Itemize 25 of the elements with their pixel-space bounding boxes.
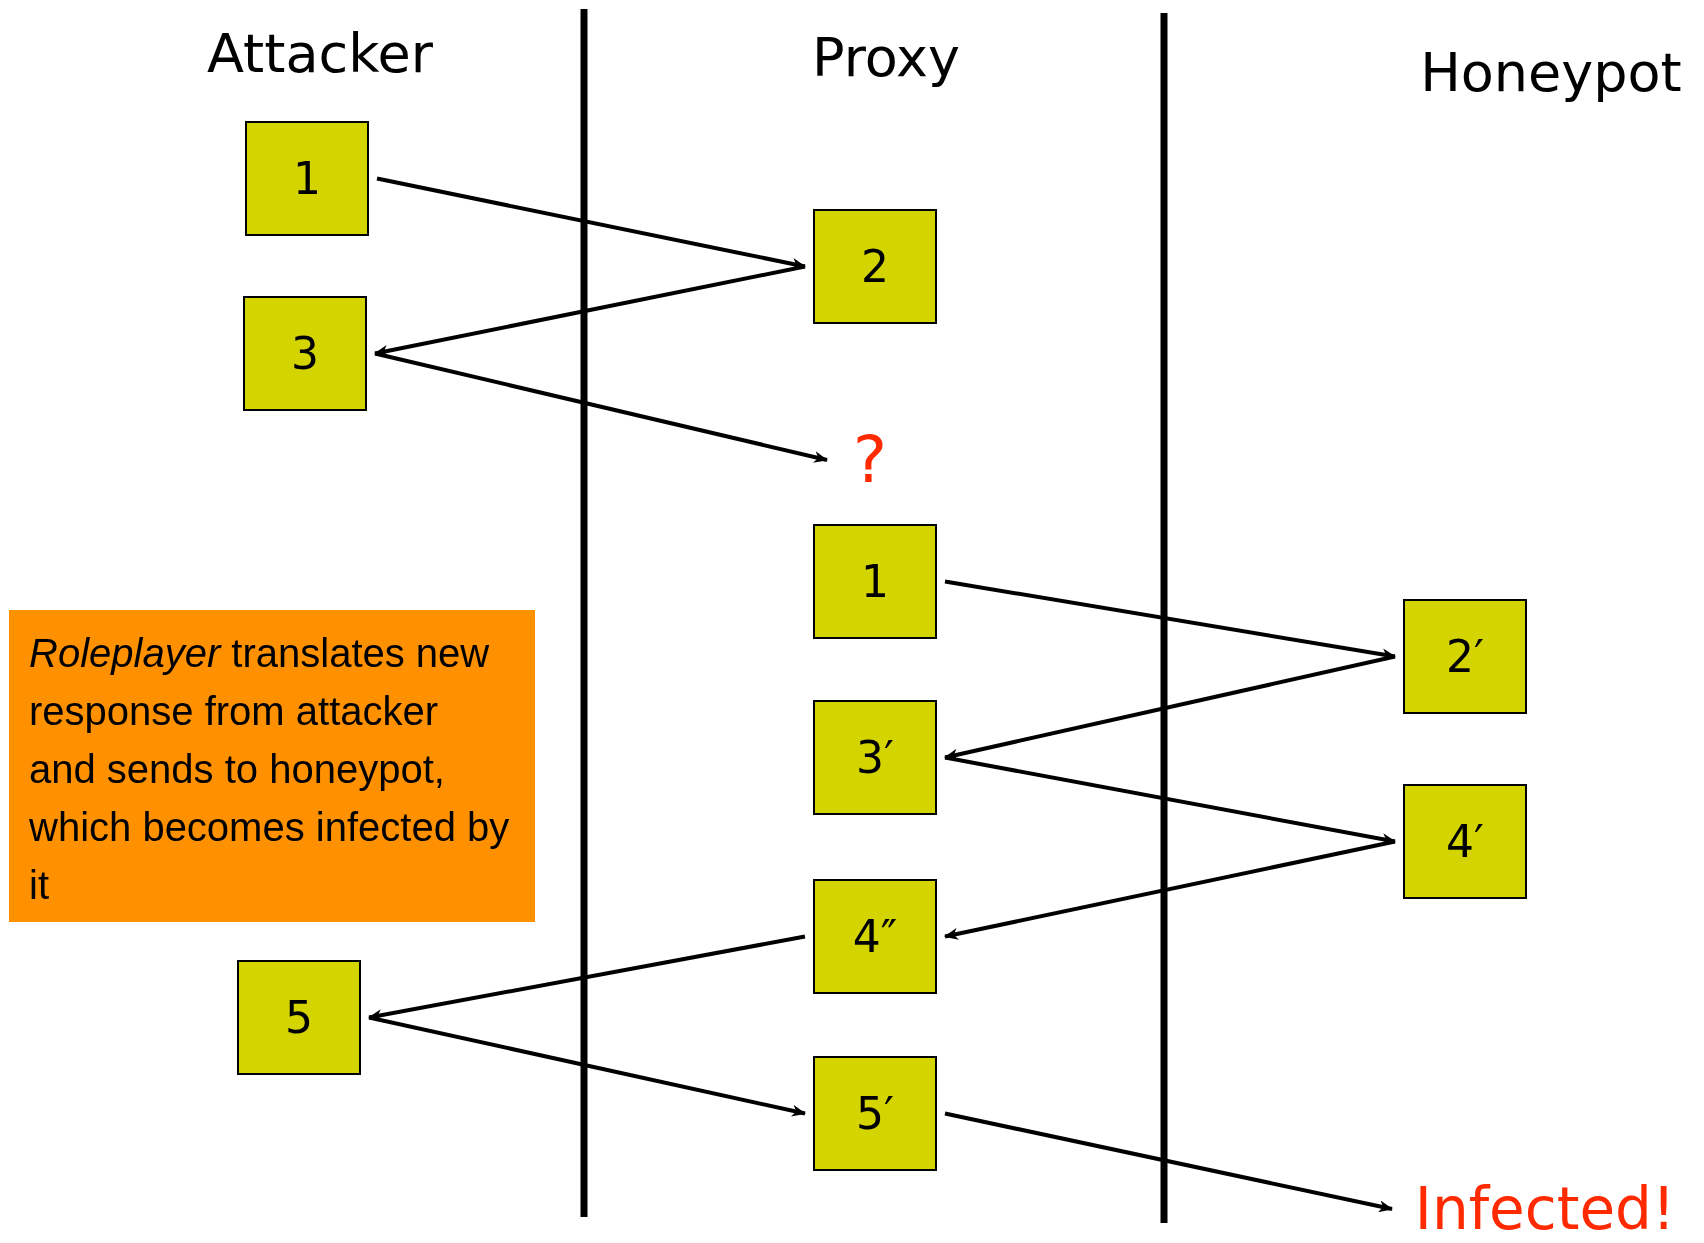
message-box: 4′ [1403,784,1527,899]
message-box: 2 [813,209,937,324]
status-text: Infected! [1400,1176,1690,1242]
message-box: 1 [245,121,369,236]
message-box: 4″ [813,879,937,994]
message-box: 3 [243,296,367,411]
arrow [374,264,806,357]
column-heading: Attacker [207,22,433,85]
arrow [368,1015,806,1117]
arrow [944,1111,1393,1213]
arrow [376,176,806,270]
arrow [944,839,1396,940]
arrow [374,351,828,463]
message-box: 5′ [813,1056,937,1171]
column-heading: Proxy [812,26,960,89]
note-box: Roleplayer translates new response from attacker and sends to honeypot, which becomes infected by it [9,610,535,922]
message-box: 3′ [813,700,937,815]
arrow [944,654,1396,761]
arrow [944,755,1396,845]
question-mark: ? [835,420,905,500]
message-box: 2′ [1403,599,1527,714]
message-box: 1 [813,524,937,639]
message-box: 5 [237,960,361,1075]
arrow [368,934,806,1021]
column-heading: Honeypot [1420,41,1682,104]
